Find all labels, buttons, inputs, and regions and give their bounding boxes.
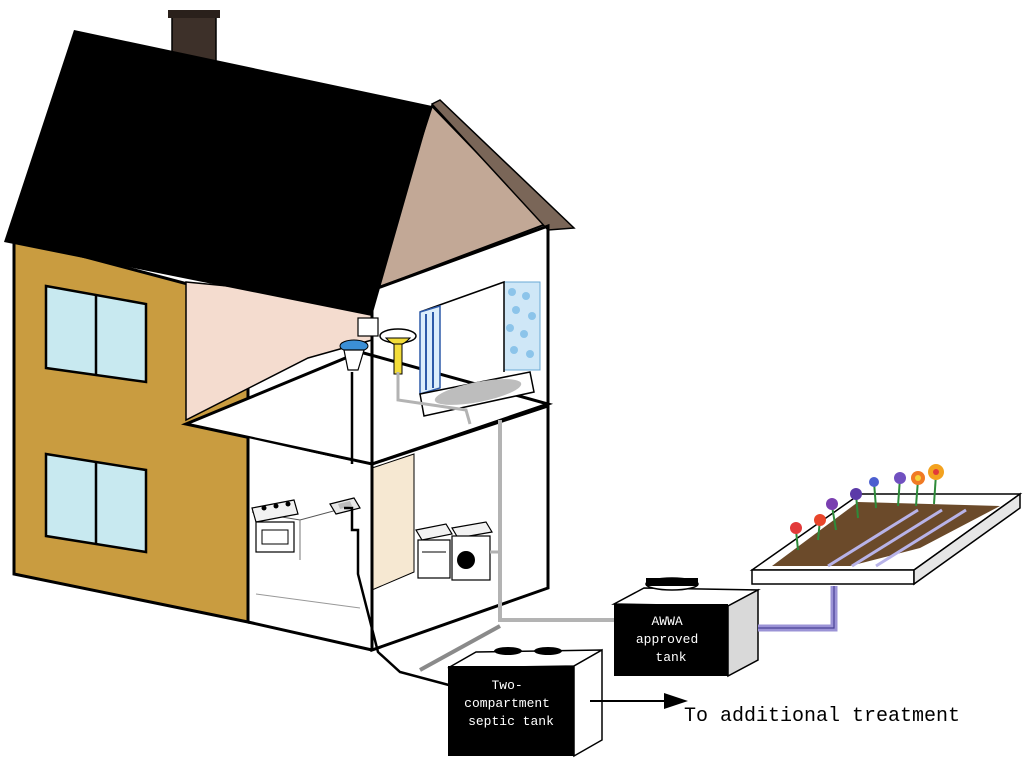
kitchen xyxy=(251,497,361,609)
laundry xyxy=(415,521,493,581)
septic-tank-label-line-2: compartment xyxy=(464,696,550,711)
awwa-tank: AWWA approved tank xyxy=(611,577,761,678)
toilet xyxy=(339,317,379,371)
chimney-cap xyxy=(168,10,220,18)
awwa-tank-label-line-2: approved xyxy=(636,632,698,647)
drip-line-3 xyxy=(875,508,967,568)
soil xyxy=(772,502,1000,566)
greywater-main xyxy=(498,420,614,622)
plants xyxy=(790,464,944,551)
shower-curtain xyxy=(419,304,441,396)
outflow-caption: To additional treatment xyxy=(684,705,960,728)
house-frame xyxy=(370,223,550,653)
drip-line-1 xyxy=(827,508,919,568)
septic-tank: Two- compartment septic tank xyxy=(447,647,603,758)
septic-tank-label-line-1: Two- xyxy=(491,678,522,693)
stove xyxy=(251,499,299,553)
dryer xyxy=(415,523,453,579)
awwa-tank-label-line-3: tank xyxy=(655,650,686,665)
lower-interior-back xyxy=(248,438,372,640)
house xyxy=(4,10,614,690)
kitchen-sink xyxy=(329,497,361,515)
awwa-tank-label-line-1: AWWA xyxy=(651,614,682,629)
planter-bed xyxy=(749,464,1023,586)
bathtub xyxy=(419,371,535,417)
lower-window xyxy=(44,452,148,554)
svg-text:Two- compartment s: Two- compartment septic tank xyxy=(464,678,558,729)
washer xyxy=(451,521,493,581)
blackwater-pipe xyxy=(344,506,461,690)
bathroom xyxy=(339,280,541,417)
roof xyxy=(4,30,432,316)
septic-inlet-pipe xyxy=(419,624,501,672)
greywater-pipe xyxy=(396,372,472,425)
sink xyxy=(379,328,417,375)
drip-line-2 xyxy=(851,508,943,568)
lower-interior-side xyxy=(371,453,415,591)
upper-window xyxy=(44,284,148,384)
septic-tank-label-line-3: septic tank xyxy=(468,714,554,729)
outflow-arrow xyxy=(590,693,688,709)
svg-text:AWWA approved tank: AWWA approved tank xyxy=(636,614,706,665)
drip-supply-pipe xyxy=(758,586,838,632)
roof-eave xyxy=(430,99,576,231)
